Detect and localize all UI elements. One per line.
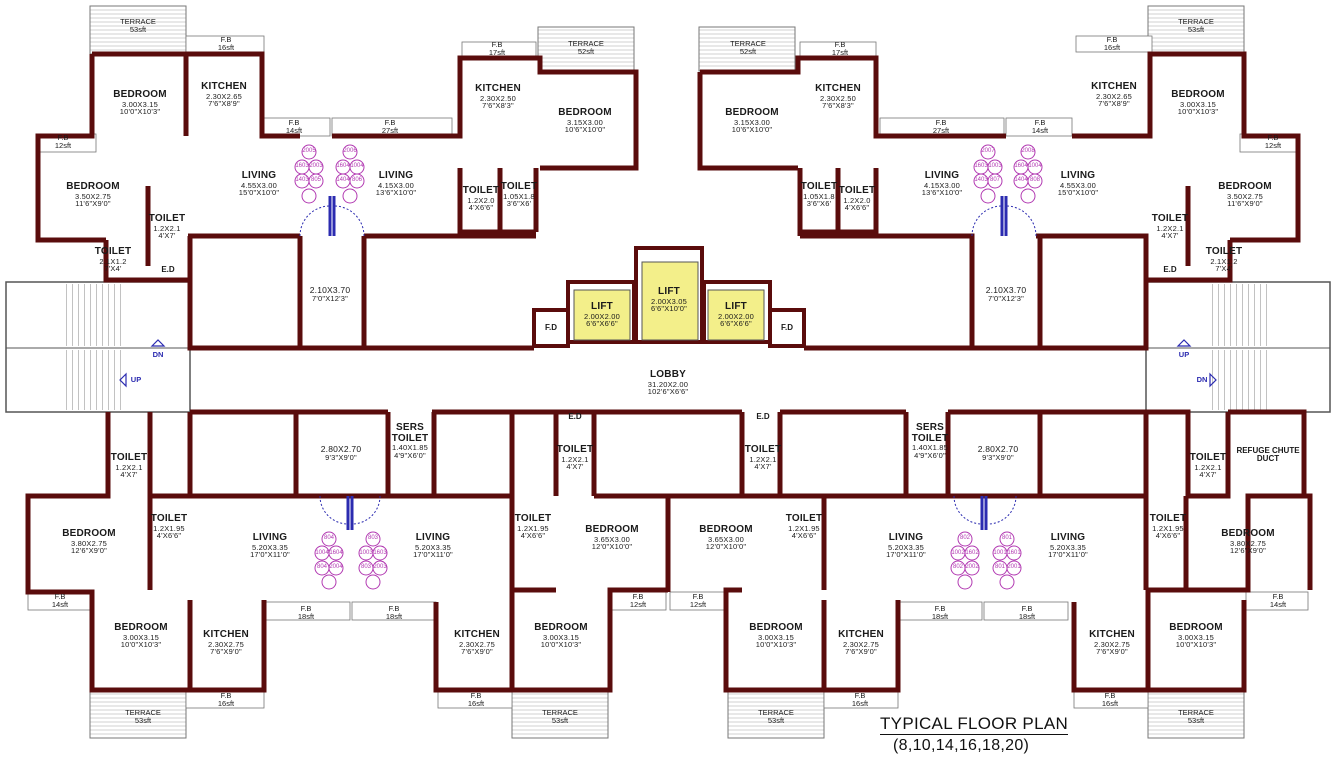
plan-subtitle: (8,10,14,16,18,20)	[893, 737, 1030, 754]
unit-number-markers	[294, 144, 1043, 590]
stair-arrows	[119, 339, 1217, 388]
lifts	[532, 246, 806, 348]
title-underline	[880, 734, 1068, 735]
plan-title: TYPICAL FLOOR PLAN	[880, 714, 1069, 733]
flower-beds	[27, 35, 1309, 709]
terraces	[89, 5, 1245, 739]
staircases	[5, 281, 1331, 413]
walls	[25, 51, 1313, 693]
doors	[299, 196, 1037, 530]
